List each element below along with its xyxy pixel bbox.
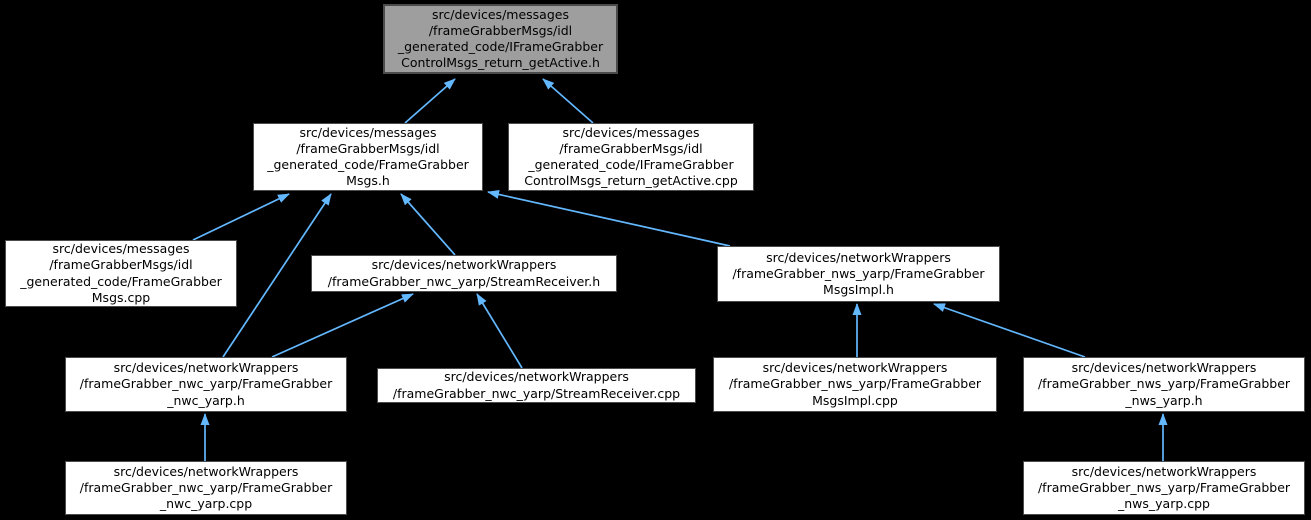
edge-nws-yarp-h-to-msgsimpl-h [933, 303, 1086, 358]
node-label-line: /frameGrabber_nwc_yarp/FrameGrabber [79, 479, 333, 495]
node-framegrabber-nws-yarp-cpp[interactable]: src/devices/networkWrappers /frameGrabbe… [1023, 461, 1305, 515]
node-iframegrabbercontrolmsgs-return-getactive-h[interactable]: src/devices/messages /frameGrabberMsgs/i… [383, 4, 618, 74]
node-label-line: src/devices/networkWrappers [371, 257, 557, 273]
node-label-line: src/devices/networkWrappers [1071, 463, 1257, 479]
node-label-line: /frameGrabber_nwc_yarp/StreamReceiver.cp… [392, 385, 681, 401]
node-label-line: src/devices/networkWrappers [113, 463, 299, 479]
node-label-line: _generated_code/FrameGrabber [267, 157, 469, 172]
node-framegrabber-nws-yarp-h[interactable]: src/devices/networkWrappers /frameGrabbe… [1023, 357, 1305, 412]
node-label-line: /frameGrabberMsgs/idl [296, 140, 440, 156]
node-label-line: src/devices/messages [562, 124, 700, 140]
edge-getactive-cpp-to-getactive-h [542, 78, 594, 124]
node-label-line: /frameGrabberMsgs/idl [428, 22, 573, 38]
node-framegrabbermsgsimpl-cpp[interactable]: src/devices/networkWrappers /frameGrabbe… [713, 357, 997, 412]
node-label-line: _generated_code/FrameGrabber [20, 273, 222, 289]
node-framegrabbermsgs-h[interactable]: src/devices/messages /frameGrabberMsgs/i… [253, 123, 483, 191]
node-framegrabber-nwc-yarp-h[interactable]: src/devices/networkWrappers /frameGrabbe… [65, 357, 347, 412]
edge-framegrabbermsgs-h-to-getactive-h [404, 78, 456, 124]
node-label-line: src/devices/networkWrappers [444, 369, 629, 385]
node-label-line: src/devices/networkWrappers [766, 249, 951, 265]
edge-streamreceiver-cpp-to-streamreceiver-h [476, 293, 523, 369]
node-framegrabbermsgsimpl-h[interactable]: src/devices/networkWrappers /frameGrabbe… [717, 246, 1000, 302]
edge-nwc-yarp-h-to-framegrabbermsgs-h [222, 193, 332, 358]
node-label-line: /frameGrabberMsgs/idl [49, 257, 193, 273]
node-label-line: src/devices/networkWrappers [1071, 360, 1257, 376]
node-label-line: src/devices/messages [432, 6, 569, 22]
node-framegrabber-nwc-yarp-cpp[interactable]: src/devices/networkWrappers /frameGrabbe… [65, 461, 347, 515]
node-label-line: _nws_yarp.cpp [1117, 496, 1210, 512]
node-label-line: ControlMsgs_return_getActive.cpp [524, 173, 738, 189]
edge-nwc-yarp-h-to-streamreceiver-h [271, 293, 414, 358]
node-label-line: /frameGrabber_nws_yarp/FrameGrabber [1037, 479, 1291, 495]
node-label-line: _generated_code/IFrameGrabber [397, 39, 604, 54]
edge-framegrabbermsgs-cpp-to-framegrabbermsgs-h [192, 193, 290, 241]
node-iframegrabbercontrolmsgs-return-getactive-cpp[interactable]: src/devices/messages /frameGrabberMsgs/i… [508, 123, 754, 191]
node-label-line: MsgsImpl.cpp [812, 392, 898, 408]
node-label-line: /frameGrabber_nwc_yarp/StreamReceiver.h [327, 273, 601, 289]
node-label-line: _nws_yarp.h [1125, 392, 1203, 408]
node-label-line: _nwc_yarp.h [167, 392, 245, 408]
node-label-line: /frameGrabber_nws_yarp/FrameGrabber [1037, 376, 1291, 392]
edge-streamreceiver-h-to-framegrabbermsgs-h [400, 193, 456, 256]
node-streamreceiver-h[interactable]: src/devices/networkWrappers /frameGrabbe… [311, 255, 617, 292]
edge-msgsimpl-h-to-framegrabbermsgs-h [487, 190, 731, 247]
node-label-line: /frameGrabberMsgs/idl [559, 140, 703, 156]
node-label-line: MsgsImpl.h [823, 282, 894, 298]
node-framegrabbermsgs-cpp[interactable]: src/devices/messages /frameGrabberMsgs/i… [5, 240, 237, 307]
node-label-line: src/devices/networkWrappers [762, 360, 948, 376]
node-streamreceiver-cpp[interactable]: src/devices/networkWrappers /frameGrabbe… [377, 368, 696, 403]
node-label-line: src/devices/messages [52, 241, 190, 257]
node-label-line: _generated_code/IFrameGrabber [528, 157, 734, 172]
node-label-line: src/devices/networkWrappers [113, 360, 299, 376]
node-label-line: src/devices/messages [299, 124, 437, 140]
node-label-line: Msgs.h [346, 173, 390, 189]
node-label-line: /frameGrabber_nwc_yarp/FrameGrabber [79, 376, 333, 392]
node-label-line: _nwc_yarp.cpp [159, 496, 253, 512]
node-label-line: ControlMsgs_return_getActive.h [401, 55, 600, 71]
node-label-line: /frameGrabber_nws_yarp/FrameGrabber [732, 265, 985, 281]
node-label-line: Msgs.cpp [91, 289, 151, 305]
node-label-line: /frameGrabber_nws_yarp/FrameGrabber [728, 376, 982, 392]
